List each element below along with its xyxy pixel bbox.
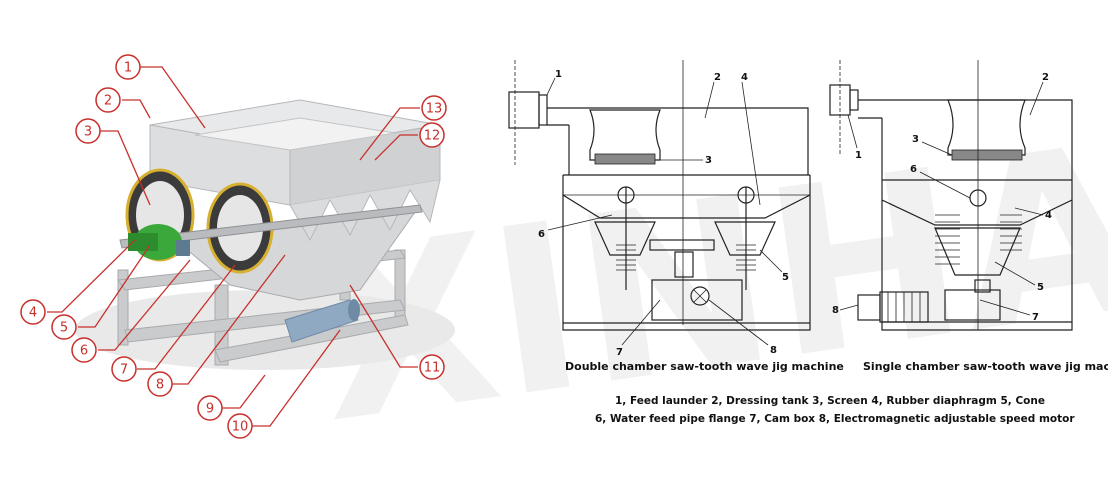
callout-circle-8 <box>147 371 173 397</box>
callout-number-9: 9 <box>206 402 214 417</box>
legend-line-2: 6, Water feed pipe flange 7, Cam box 8, … <box>595 413 1075 425</box>
callout-number-8: 8 <box>156 378 164 393</box>
double-chamber-caption: Double chamber saw-tooth wave jig machin… <box>565 360 844 373</box>
callout-number-1: 1 <box>124 61 132 76</box>
svg-text:1: 1 <box>555 69 562 80</box>
callout-number-13: 13 <box>426 102 443 117</box>
callout-circle-11 <box>419 354 445 380</box>
callout-circle-6 <box>71 337 97 363</box>
photo-callouts <box>47 66 420 427</box>
svg-text:2: 2 <box>714 72 721 83</box>
callout-number-2: 2 <box>104 94 112 109</box>
double-chamber-schematic: 1 2 3 4 5 6 7 8 <box>508 60 811 358</box>
callout-number-3: 3 <box>84 125 92 140</box>
svg-text:5: 5 <box>782 272 789 283</box>
svg-text:4: 4 <box>1045 210 1052 221</box>
svg-text:7: 7 <box>616 347 623 358</box>
callout-circle-10 <box>227 413 253 439</box>
callout-circle-4 <box>20 299 46 325</box>
callout-circle-12 <box>419 122 445 148</box>
callout-circle-1 <box>115 54 141 80</box>
callout-number-7: 7 <box>120 363 128 378</box>
callout-number-12: 12 <box>424 129 441 144</box>
callout-number-5: 5 <box>60 321 68 336</box>
svg-text:3: 3 <box>912 134 919 145</box>
svg-text:4: 4 <box>741 72 748 83</box>
callout-circle-2 <box>95 87 121 113</box>
callout-number-10: 10 <box>232 420 249 435</box>
callout-number-4: 4 <box>29 306 37 321</box>
single-chamber-caption: Single chamber saw-tooth wave jig machin… <box>863 360 1108 373</box>
svg-text:8: 8 <box>770 345 777 356</box>
svg-text:5: 5 <box>1037 282 1044 293</box>
callout-circle-3 <box>75 118 101 144</box>
callout-circle-9 <box>197 395 223 421</box>
svg-text:8: 8 <box>832 305 839 316</box>
jig-machine-photo <box>75 99 455 370</box>
callout-circle-5 <box>51 314 77 340</box>
svg-text:6: 6 <box>538 229 545 240</box>
svg-text:1: 1 <box>855 150 862 161</box>
callout-number-11: 11 <box>424 361 441 376</box>
callout-number-6: 6 <box>80 344 88 359</box>
single-chamber-schematic: 1 2 3 4 5 6 7 8 <box>829 60 1073 331</box>
svg-text:2: 2 <box>1042 72 1049 83</box>
svg-text:7: 7 <box>1032 312 1039 323</box>
callout-circle-13 <box>421 95 447 121</box>
legend-line-1: 1, Feed launder 2, Dressing tank 3, Scre… <box>615 395 1045 407</box>
svg-text:6: 6 <box>910 164 917 175</box>
callout-circle-7 <box>111 356 137 382</box>
svg-text:3: 3 <box>705 155 712 166</box>
